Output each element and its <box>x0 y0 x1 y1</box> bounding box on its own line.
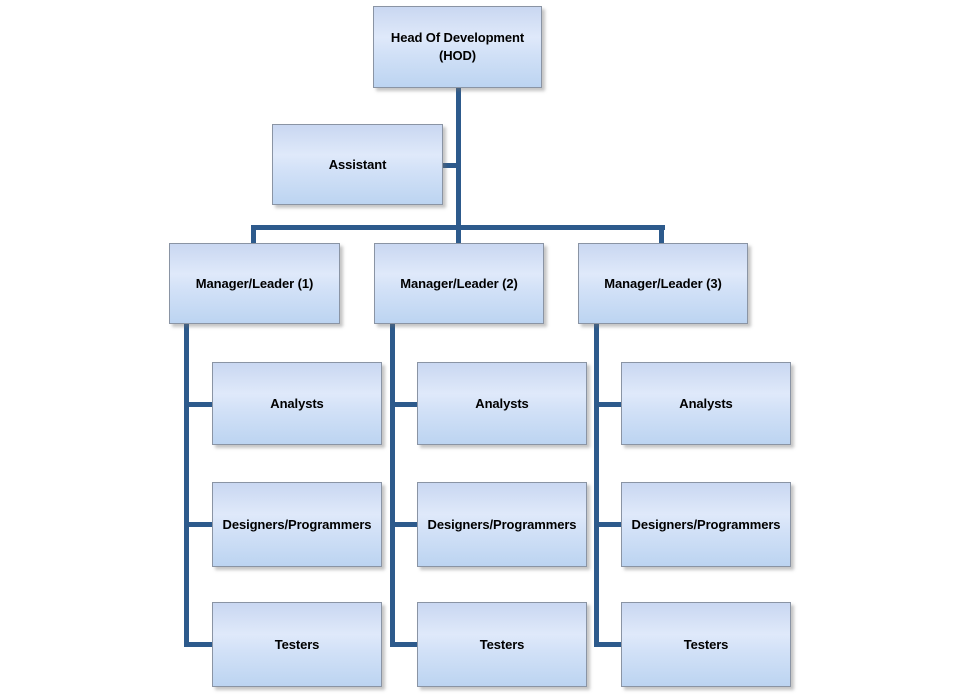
connector-col2-testers-stub <box>392 642 417 647</box>
node-col2-testers: Testers <box>417 602 587 687</box>
node-col1-analysts-label: Analysts <box>270 395 324 411</box>
node-hod-label-line2: (HOD) <box>438 48 477 63</box>
connector-managers-horizontal <box>251 225 665 230</box>
connector-col3-testers-stub <box>596 642 621 647</box>
node-col2-testers-label: Testers <box>479 636 525 652</box>
node-manager-3: Manager/Leader (3) <box>578 243 748 324</box>
node-col3-testers-label: Testers <box>683 636 729 652</box>
node-col1-testers-label: Testers <box>274 636 320 652</box>
connector-manager1-top-stub <box>251 225 256 244</box>
node-col3-designers-programmers: Designers/Programmers <box>621 482 791 567</box>
node-col2-designers-programmers: Designers/Programmers <box>417 482 587 567</box>
node-col1-analysts: Analysts <box>212 362 382 445</box>
connector-col3-analysts-stub <box>596 402 621 407</box>
connector-manager3-top-stub <box>659 225 664 244</box>
node-col3-analysts: Analysts <box>621 362 791 445</box>
connector-col2-analysts-stub <box>392 402 417 407</box>
node-col1-testers: Testers <box>212 602 382 687</box>
node-col1-designers-programmers-label: Designers/Programmers <box>222 516 372 532</box>
connector-col1-vertical <box>184 320 189 647</box>
node-hod: Head Of Development (HOD) <box>373 6 542 88</box>
node-col2-analysts-label: Analysts <box>475 395 529 411</box>
connector-hod-trunk-vertical <box>456 88 461 244</box>
connector-col1-designers-stub <box>186 522 212 527</box>
connector-col3-designers-stub <box>596 522 621 527</box>
node-hod-label-line1: Head Of Development <box>390 30 525 46</box>
connector-col1-testers-stub <box>186 642 212 647</box>
node-col3-analysts-label: Analysts <box>679 395 733 411</box>
node-col2-designers-programmers-label: Designers/Programmers <box>427 516 577 532</box>
node-col1-designers-programmers: Designers/Programmers <box>212 482 382 567</box>
node-assistant-label: Assistant <box>328 156 387 172</box>
node-col2-analysts: Analysts <box>417 362 587 445</box>
node-manager-1: Manager/Leader (1) <box>169 243 340 324</box>
node-manager-2-label: Manager/Leader (2) <box>400 275 518 291</box>
connector-col2-designers-stub <box>392 522 417 527</box>
node-manager-1-label: Manager/Leader (1) <box>195 275 314 291</box>
node-col3-testers: Testers <box>621 602 791 687</box>
node-manager-2: Manager/Leader (2) <box>374 243 544 324</box>
connector-assistant-stub <box>442 163 458 168</box>
connector-col2-vertical <box>390 320 395 647</box>
node-col3-designers-programmers-label: Designers/Programmers <box>631 516 781 532</box>
connector-col3-vertical <box>594 320 599 647</box>
connector-col1-analysts-stub <box>186 402 212 407</box>
node-assistant: Assistant <box>272 124 443 205</box>
node-manager-3-label: Manager/Leader (3) <box>604 275 722 291</box>
